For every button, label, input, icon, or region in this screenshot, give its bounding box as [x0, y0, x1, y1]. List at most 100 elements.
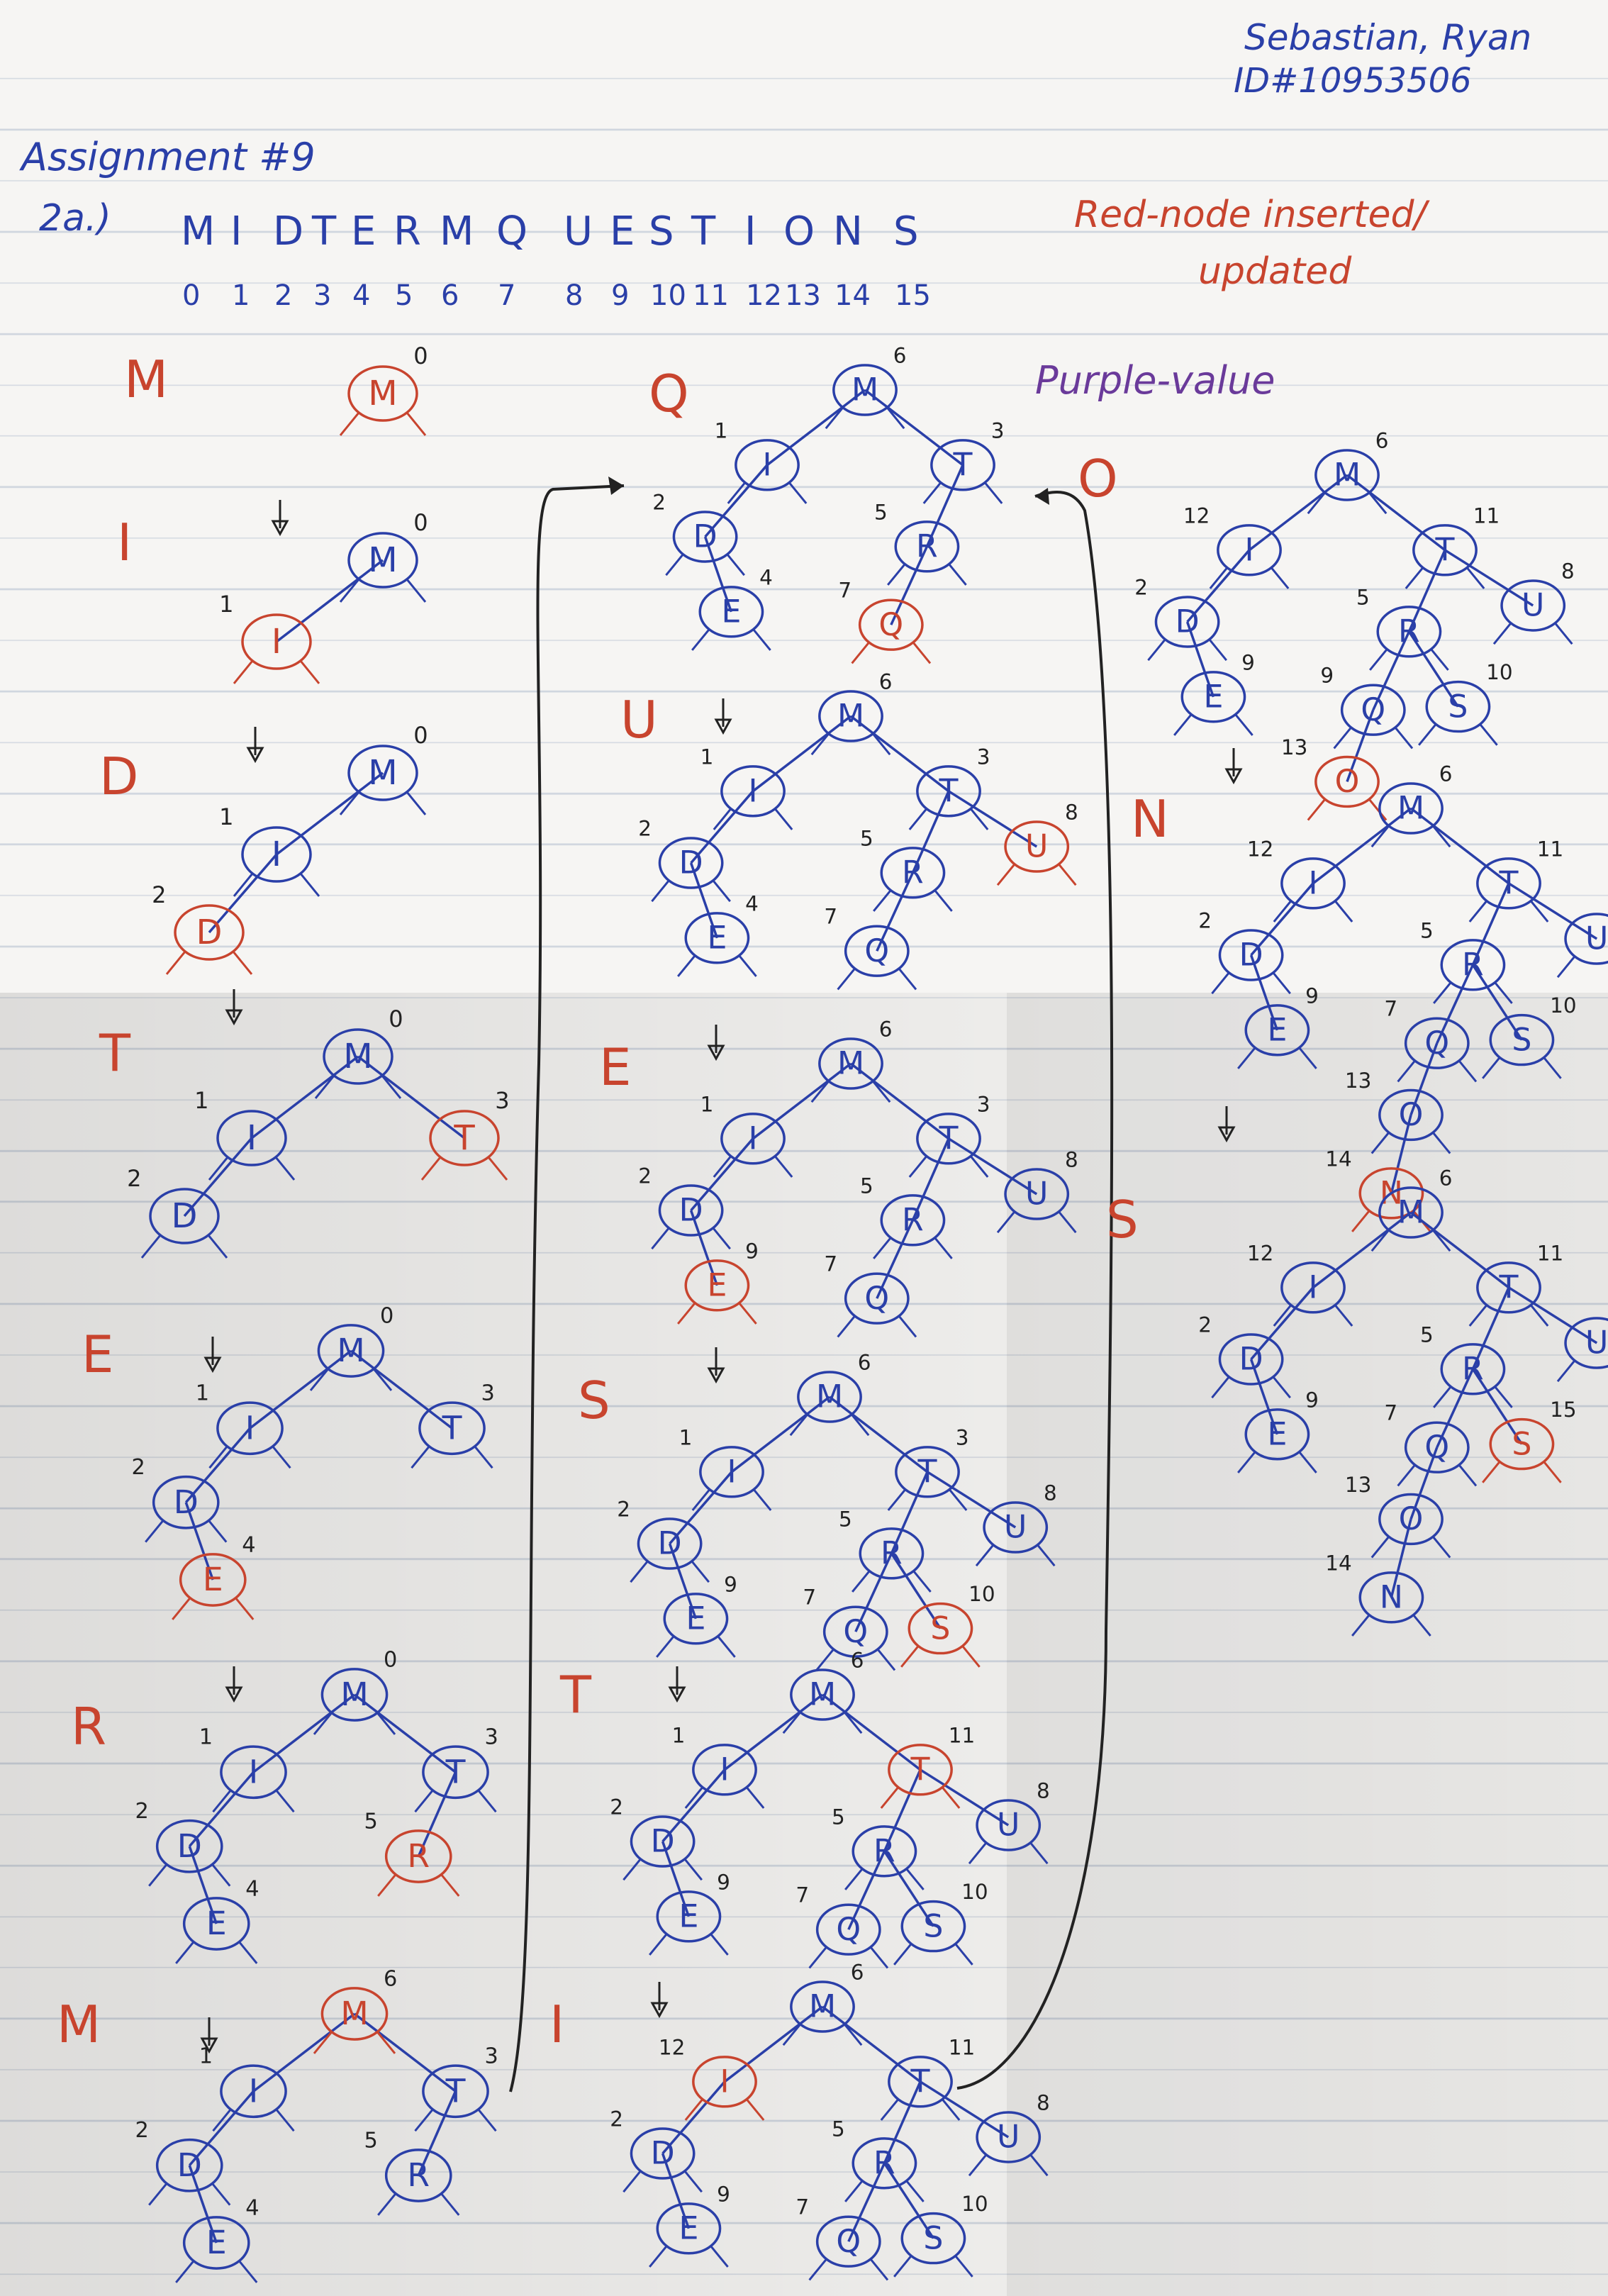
- tree-node: [422, 2064, 489, 2119]
- tree-node: [174, 904, 245, 961]
- tree-edge: [350, 1349, 453, 1430]
- tree-node: [1358, 1571, 1424, 1624]
- node-value: 10: [1486, 660, 1512, 684]
- null-child-tick: [238, 2260, 258, 2283]
- tree-edge: [925, 464, 964, 547]
- null-child-tick: [649, 2245, 668, 2268]
- down-arrow-head: [225, 1686, 243, 1703]
- tree-edge: [661, 1768, 726, 1843]
- tree-node: [241, 613, 312, 670]
- null-child-tick: [1333, 726, 1353, 749]
- node-key: E: [679, 2211, 698, 2247]
- node-key: T: [1435, 533, 1456, 569]
- tree-edge: [847, 1851, 886, 1930]
- null-child-tick: [1433, 1386, 1452, 1408]
- author-name: Sebastian, Ryan: [1244, 17, 1531, 58]
- null-child-tick: [208, 1156, 229, 1181]
- tree-node: [880, 1194, 946, 1247]
- node-key: O: [1399, 1501, 1424, 1537]
- node-value: 15: [1550, 1398, 1576, 1422]
- node-key: R: [873, 2146, 895, 2182]
- tree-node: [1404, 1017, 1470, 1069]
- node-value: 8: [1065, 1148, 1078, 1172]
- null-child-tick: [683, 2170, 703, 2193]
- null-child-tick: [1492, 622, 1512, 645]
- tree-edge: [1407, 630, 1459, 708]
- node-key: E: [1267, 1013, 1287, 1049]
- null-child-tick: [948, 1488, 968, 1511]
- node-value: 10: [968, 1582, 995, 1606]
- null-child-tick: [1405, 567, 1424, 589]
- tree-node: [630, 1815, 696, 1868]
- node-key: I: [249, 1753, 258, 1790]
- node-key: D: [679, 1193, 703, 1229]
- tree-node: [182, 2216, 250, 2270]
- null-child-tick: [908, 808, 928, 830]
- step-letter: M: [57, 1995, 101, 2054]
- sequence-letter: S: [893, 208, 919, 255]
- null-child-tick: [212, 1789, 232, 1813]
- tree-step: SM6I12T11D2R5U8E9Q7S15O13N14: [1106, 1106, 1608, 1637]
- node-key: S: [923, 1908, 943, 1944]
- tree-edge: [854, 1553, 893, 1632]
- node-key: M: [368, 753, 397, 793]
- sequence-index: 0: [182, 279, 200, 312]
- node-value: 1: [196, 1381, 209, 1406]
- null-child-tick: [948, 563, 967, 586]
- tree-node: [1280, 1261, 1346, 1314]
- null-child-tick: [880, 2098, 900, 2121]
- tree-node: [320, 1668, 389, 1722]
- sequence-letter: E: [610, 208, 635, 255]
- sequence-letter: D: [273, 208, 303, 255]
- null-child-tick: [309, 1368, 330, 1391]
- null-child-tick: [968, 1841, 988, 1865]
- tree-node: [858, 598, 924, 651]
- tree-edge: [730, 1395, 831, 1473]
- tree-node: [347, 745, 418, 801]
- node-key: T: [445, 2072, 466, 2110]
- tree-edge: [417, 2090, 457, 2176]
- tree-edge: [828, 1395, 929, 1473]
- node-key: N: [1380, 1580, 1403, 1616]
- node-key: M: [1334, 457, 1361, 494]
- node-value: 4: [745, 891, 759, 915]
- tree-node: [317, 1324, 385, 1378]
- tree-node: [155, 2138, 223, 2192]
- node-value: 7: [824, 1252, 837, 1276]
- tree-node: [815, 1903, 881, 1956]
- step-letter: N: [1131, 789, 1169, 849]
- node-value: 1: [194, 1087, 208, 1114]
- node-key: M: [337, 1332, 364, 1369]
- node-key: D: [172, 1196, 198, 1236]
- tree-edge: [353, 2012, 457, 2092]
- tree-node: [152, 1475, 220, 1529]
- null-child-tick: [275, 1789, 295, 1813]
- tree-node: [692, 2056, 757, 2108]
- null-child-tick: [912, 1570, 932, 1593]
- node-value: 2: [1198, 1313, 1212, 1337]
- tree-node: [1378, 1186, 1444, 1239]
- tree-edge: [1250, 1286, 1314, 1361]
- null-child-tick: [1553, 622, 1573, 645]
- null-child-tick: [900, 1645, 920, 1668]
- step-letter: U: [620, 690, 658, 749]
- null-child-tick: [211, 1863, 231, 1887]
- tree-node: [1489, 1013, 1555, 1066]
- tree-edge: [821, 2005, 922, 2083]
- tree-node: [1489, 1417, 1555, 1471]
- node-value: 3: [977, 1092, 990, 1116]
- tree-node: [735, 439, 800, 491]
- node-value: 2: [1134, 576, 1148, 600]
- null-child-tick: [774, 808, 793, 830]
- null-child-tick: [1431, 825, 1451, 848]
- tree-edge: [1186, 549, 1251, 623]
- node-value: 2: [1198, 909, 1212, 933]
- null-child-tick: [752, 1488, 772, 1511]
- null-child-tick: [808, 1946, 828, 1969]
- tree-edge: [184, 1427, 251, 1503]
- node-key: E: [1267, 1417, 1287, 1453]
- node-key: O: [1399, 1097, 1424, 1133]
